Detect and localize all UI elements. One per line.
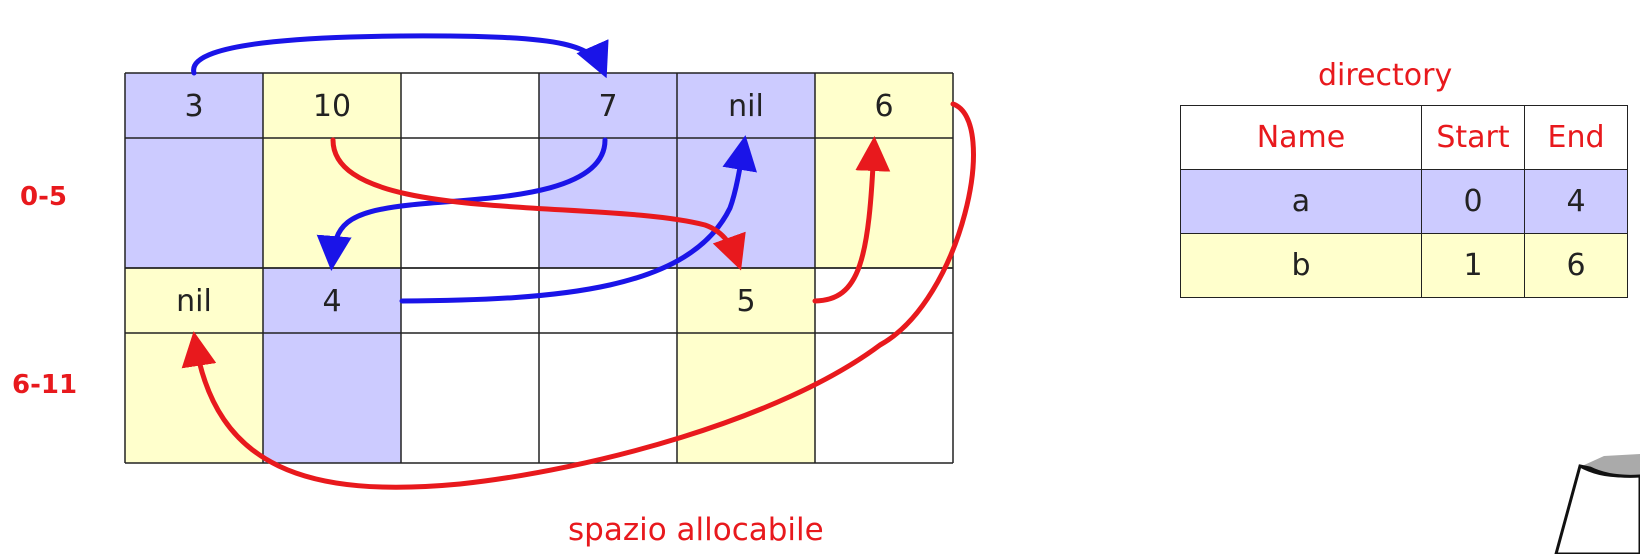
directory-cell-start: 1: [1421, 233, 1525, 298]
directory-cell-start: 0: [1421, 169, 1525, 234]
arrow-b-1-to-10: [330, 137, 746, 271]
directory-header-end: End: [1524, 105, 1628, 170]
directory-header-row: Name Start End: [1180, 105, 1628, 170]
arrow-b-10-to-5: [812, 136, 891, 304]
block-3: [539, 73, 677, 268]
directory-row-b: b 1 6: [1180, 233, 1628, 298]
directory-title: directory: [1318, 58, 1453, 93]
arrow-a-3-to-7: [316, 137, 608, 271]
block-next-pointer-0: 3: [184, 89, 204, 124]
corner-illustration-icon: [1554, 454, 1640, 554]
block-next-pointer-4: nil: [728, 89, 764, 124]
block-11: [815, 268, 953, 463]
block-next-pointer-1: 10: [312, 89, 352, 124]
block-next-pointer-7: 4: [322, 284, 342, 319]
arrow-a-0-to-3: [191, 33, 609, 79]
directory-header-name: Name: [1180, 105, 1422, 170]
block-next-pointer-3: 7: [598, 89, 618, 124]
allocable-space-caption: spazio allocabile: [568, 512, 824, 548]
directory-table: Name Start End a 0 4 b 1 6: [1180, 105, 1628, 298]
block-0: [125, 73, 263, 268]
block-next-pointer-10: 5: [736, 284, 756, 319]
arrow-b-5-to-6: [181, 101, 976, 490]
directory-cell-end: 6: [1524, 233, 1628, 298]
directory-cell-name: a: [1180, 169, 1422, 234]
directory-header-start: Start: [1421, 105, 1525, 170]
directory-cell-name: b: [1180, 233, 1422, 298]
block-2: [401, 73, 539, 268]
block-next-pointer-6: nil: [176, 284, 212, 319]
row-group-label-6-11: 6-11: [12, 370, 78, 400]
arrow-a-7-to-4: [399, 135, 757, 304]
directory-cell-end: 4: [1524, 169, 1628, 234]
block-next-pointer-5: 6: [874, 89, 894, 124]
directory-row-a: a 0 4: [1180, 169, 1628, 234]
row-group-label-0-5: 0-5: [20, 182, 67, 212]
block-7: [263, 268, 401, 463]
block-9: [539, 268, 677, 463]
